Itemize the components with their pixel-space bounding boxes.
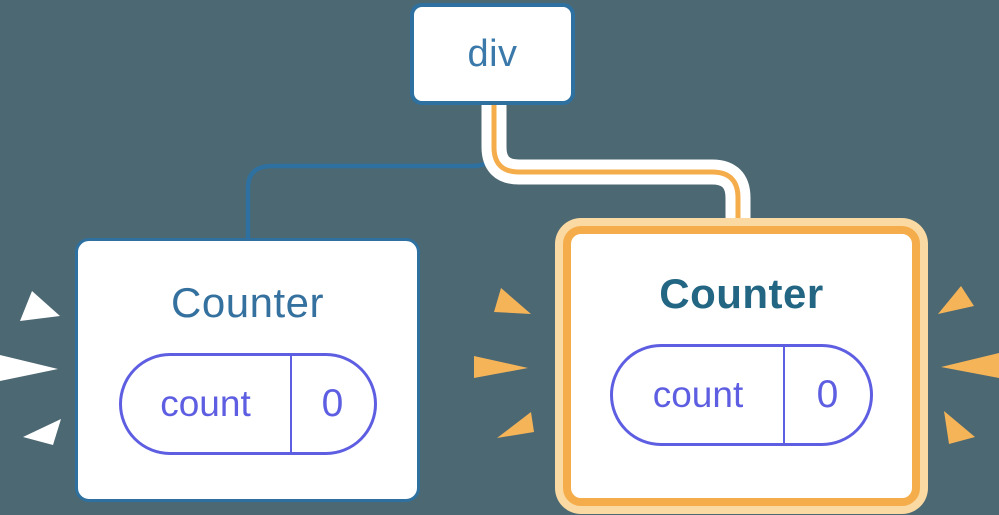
state-key-left: count	[160, 383, 251, 424]
div-node-label: div	[467, 32, 518, 75]
counter-title-right: Counter	[659, 270, 824, 317]
burst-icon-right-orange	[938, 286, 999, 444]
burst-icon-left-white	[0, 291, 61, 445]
connector-right-line	[491, 103, 741, 230]
state-pill-right: count 0	[610, 344, 873, 446]
counter-card-right-glow: Counter count 0	[555, 218, 928, 514]
connector-left-line	[245, 103, 498, 244]
tree-node-div: div	[410, 3, 575, 105]
state-key-right: count	[652, 374, 744, 415]
state-value-right: 0	[783, 347, 870, 443]
state-value-left: 0	[289, 356, 374, 452]
state-pill-left: count 0	[118, 353, 377, 455]
counter-card-left: Counter count 0	[75, 238, 420, 502]
counter-card-right: Counter count 0	[563, 226, 920, 506]
burst-icon-mid-orange	[474, 288, 534, 438]
connector-right-casing	[481, 103, 751, 230]
counter-title-left: Counter	[171, 279, 324, 326]
